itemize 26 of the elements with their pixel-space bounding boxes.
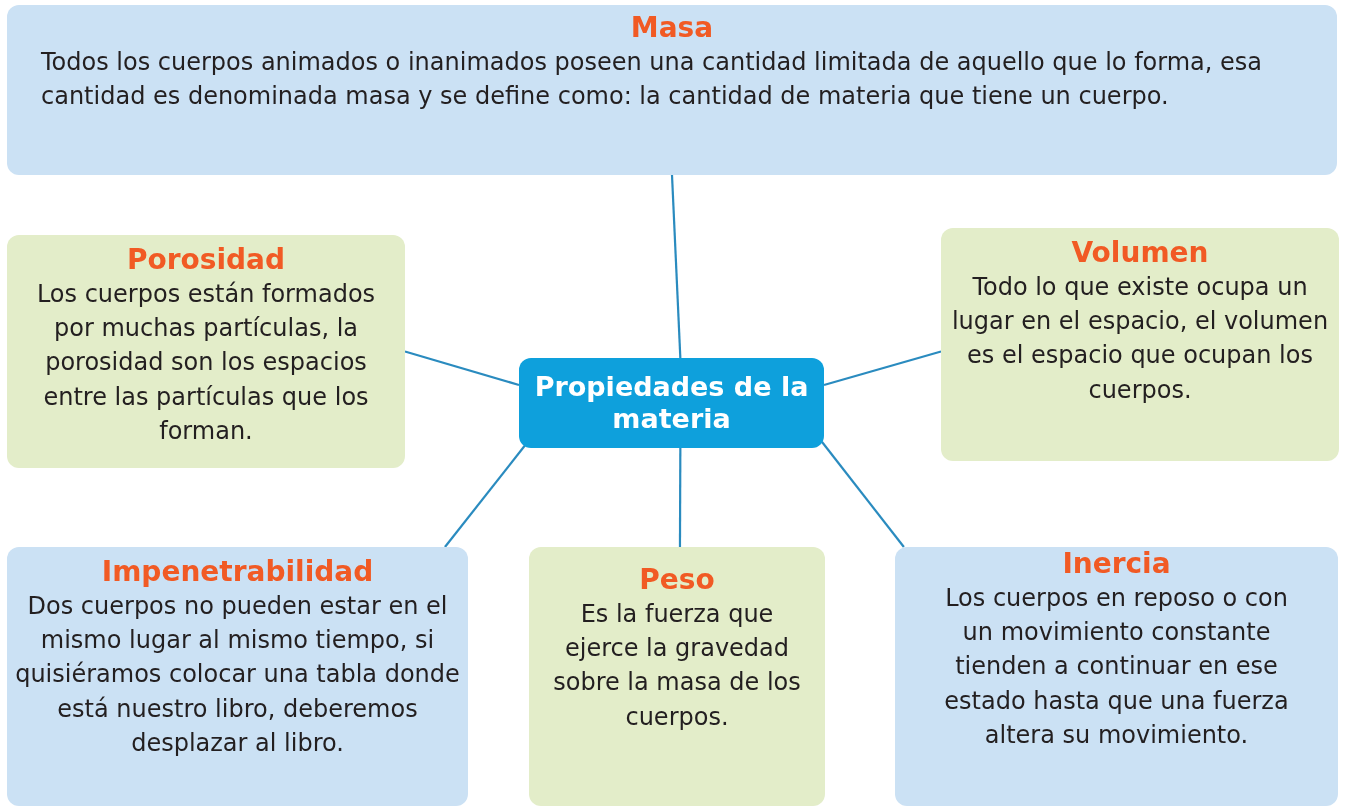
concept-box <box>7 235 405 468</box>
concept-box <box>7 547 468 806</box>
connector-line <box>821 441 905 548</box>
concept-heading: Impenetrabilidad <box>101 555 374 589</box>
concept-box <box>7 5 1337 175</box>
concept-box <box>895 547 1338 806</box>
concept-heading: Inercia <box>1062 547 1171 581</box>
concept-heading: Porosidad <box>126 243 285 277</box>
connector-line <box>404 350 520 387</box>
concept-description: Los cuerpos en reposo o con un movimiento constante tienden a continuar en ese estado hasta que una fuerza altera su movimiento. <box>943 582 1290 751</box>
connector-line <box>670 174 682 359</box>
concept-box <box>941 228 1339 461</box>
central-topic-text: Propiedades de la materia <box>533 370 810 436</box>
concept-heading: Peso <box>639 563 715 597</box>
concept-description: Dos cuerpos no pueden estar en el mismo lugar al mismo tiempo, si quisiéramos colocar una tabla donde está nuestro libro, deberemos desplazar al libro. <box>14 590 461 759</box>
concept-description: Todos los cuerpos animados o inanimados poseen una cantidad limitada de aquello que lo forma, esa cantidad es denominada masa y se define como: la cantidad de materia que tiene un cuerpo. <box>41 46 1264 112</box>
concept-heading: Masa <box>630 11 714 45</box>
central-topic-box <box>519 358 824 448</box>
concept-description: Es la fuerza que ejerce la gravedad sobre la masa de los cuerpos. <box>552 598 802 733</box>
connector-line <box>444 444 526 548</box>
connector-line <box>823 350 942 387</box>
concept-description: Los cuerpos están formados por muchas partículas, la porosidad son los espacios entre las partículas que los forman. <box>35 278 377 447</box>
concept-heading: Volumen <box>1071 236 1209 270</box>
connector-line <box>678 448 682 547</box>
concept-description: Todo lo que existe ocupa un lugar en el espacio, el volumen es el espacio que ocupan los cuerpos. <box>950 271 1330 406</box>
concept-box <box>529 547 825 806</box>
